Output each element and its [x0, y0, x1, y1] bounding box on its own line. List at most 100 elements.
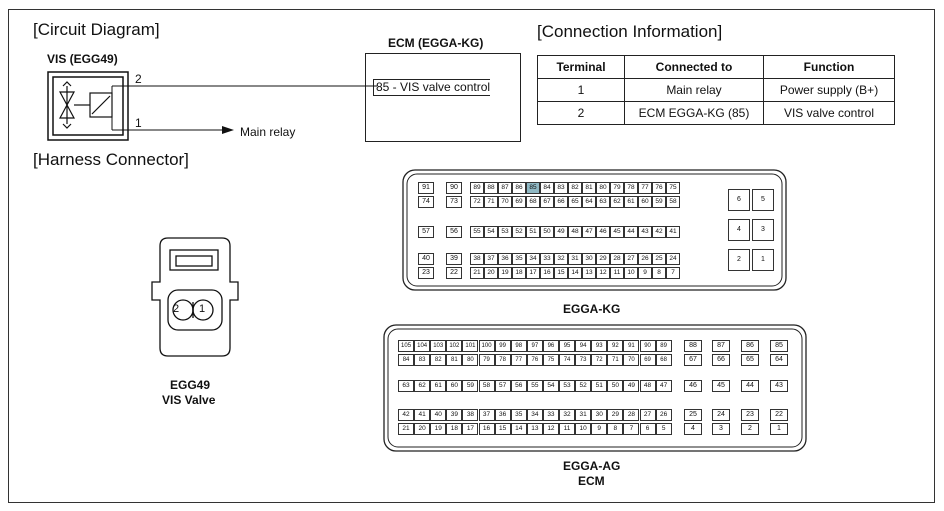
connector-pin: 64: [770, 354, 788, 366]
connector-pin: 35: [510, 409, 527, 421]
table-cell: VIS valve control: [763, 101, 895, 125]
main-relay-label: Main relay: [240, 125, 296, 139]
connector-pin: 73: [446, 196, 462, 208]
table-header: Terminal: [537, 55, 625, 79]
arrow-icon: [222, 126, 234, 134]
connector-pin: 13: [582, 267, 596, 279]
connector-pin: 52: [512, 226, 526, 238]
connector-pin: 59: [462, 380, 479, 392]
kg-outline: [402, 169, 787, 291]
connector-pin: 97: [526, 340, 543, 352]
connector-pin: 15: [494, 423, 511, 435]
connector-pin: 7: [623, 423, 640, 435]
outer-frame: [8, 9, 935, 503]
connector-pin: 34: [526, 253, 540, 265]
connector-pin: 2: [741, 423, 759, 435]
connector-pin: 18: [446, 423, 463, 435]
connector-pin: 56: [510, 380, 527, 392]
connector-pin: 44: [741, 380, 759, 392]
connector-pin: 60: [446, 380, 463, 392]
ag-outline: [383, 324, 807, 452]
connector-pin: 1: [752, 249, 774, 271]
connector-pin: 81: [446, 354, 463, 366]
connector-pin: 62: [610, 196, 624, 208]
table-row: 2 ECM EGGA-KG (85) VIS valve control: [537, 101, 895, 125]
connector-pin: 86: [512, 182, 526, 194]
connector-pin: 32: [559, 409, 576, 421]
valve-symbol-icon: [58, 81, 113, 129]
ecm-terminal-85: 85 - VIS valve control: [373, 79, 491, 96]
connector-pin: 84: [540, 182, 554, 194]
table-header: Connected to: [624, 55, 764, 79]
connector-pin: 9: [638, 267, 652, 279]
connector-pin: 19: [498, 267, 512, 279]
connector-pin: 37: [478, 409, 495, 421]
connector-pin: 40: [418, 253, 434, 265]
connector-pin: 46: [596, 226, 610, 238]
connector-pin: 85: [526, 182, 540, 194]
connector-pin: 15: [554, 267, 568, 279]
connector-pin: 68: [655, 354, 672, 366]
connector-pin: 78: [494, 354, 511, 366]
connector-pin: 49: [554, 226, 568, 238]
connector-pin: 18: [512, 267, 526, 279]
connector-pin: 22: [446, 267, 462, 279]
vis-pin-1: 1: [199, 303, 206, 315]
connector-pin: 14: [510, 423, 527, 435]
connector-pin: 50: [540, 226, 554, 238]
connector-pin: 33: [540, 253, 554, 265]
connector-pin: 74: [418, 196, 434, 208]
connector-pin: 29: [596, 253, 610, 265]
connector-pin: 69: [512, 196, 526, 208]
connector-pin: 82: [568, 182, 582, 194]
connector-pin: 53: [559, 380, 576, 392]
connector-pin: 63: [398, 380, 415, 392]
table-cell: 1: [537, 78, 625, 102]
connector-pin: 4: [684, 423, 702, 435]
connector-pin: 58: [666, 196, 680, 208]
connector-pin: 90: [446, 182, 462, 194]
table-row: 1 Main relay Power supply (B+): [537, 78, 895, 102]
kg-connector-name: EGGA-KG: [563, 302, 621, 316]
table-cell: 2: [537, 101, 625, 125]
connector-pin: 57: [418, 226, 434, 238]
connector-pin: 25: [652, 253, 666, 265]
connector-pin: 88: [484, 182, 498, 194]
connector-pin: 61: [430, 380, 447, 392]
connector-pin: 30: [582, 253, 596, 265]
connector-pin: 99: [494, 340, 511, 352]
connector-pin: 21: [470, 267, 484, 279]
connector-pin: 67: [684, 354, 702, 366]
connector-pin: 21: [398, 423, 415, 435]
connector-pin: 38: [470, 253, 484, 265]
connector-pin: 81: [582, 182, 596, 194]
connector-pin: 54: [484, 226, 498, 238]
connector-pin: 25: [684, 409, 702, 421]
connector-pin: 36: [494, 409, 511, 421]
connector-pin: 100: [478, 340, 495, 352]
connector-pin: 96: [542, 340, 559, 352]
vis-valve-inner-box: [52, 76, 124, 136]
connector-pin: 17: [462, 423, 479, 435]
connector-pin: 69: [639, 354, 656, 366]
connector-pin: 23: [741, 409, 759, 421]
connector-pin: 103: [430, 340, 447, 352]
connector-pin: 102: [446, 340, 463, 352]
connector-pin: 41: [414, 409, 431, 421]
connector-pin: 55: [526, 380, 543, 392]
connector-pin: 10: [575, 423, 592, 435]
connector-pin: 87: [712, 340, 730, 352]
connector-pin: 65: [568, 196, 582, 208]
connector-pin: 79: [478, 354, 495, 366]
connector-pin: 42: [398, 409, 415, 421]
connector-pin: 16: [478, 423, 495, 435]
connector-pin: 5: [752, 189, 774, 211]
connector-pin: 20: [484, 267, 498, 279]
connector-pin: 28: [623, 409, 640, 421]
connector-pin: 20: [414, 423, 431, 435]
connector-pin: 71: [607, 354, 624, 366]
connector-pin: 37: [484, 253, 498, 265]
connector-pin: 43: [770, 380, 788, 392]
connector-pin: 89: [655, 340, 672, 352]
vis-pin-2: 2: [173, 303, 180, 315]
